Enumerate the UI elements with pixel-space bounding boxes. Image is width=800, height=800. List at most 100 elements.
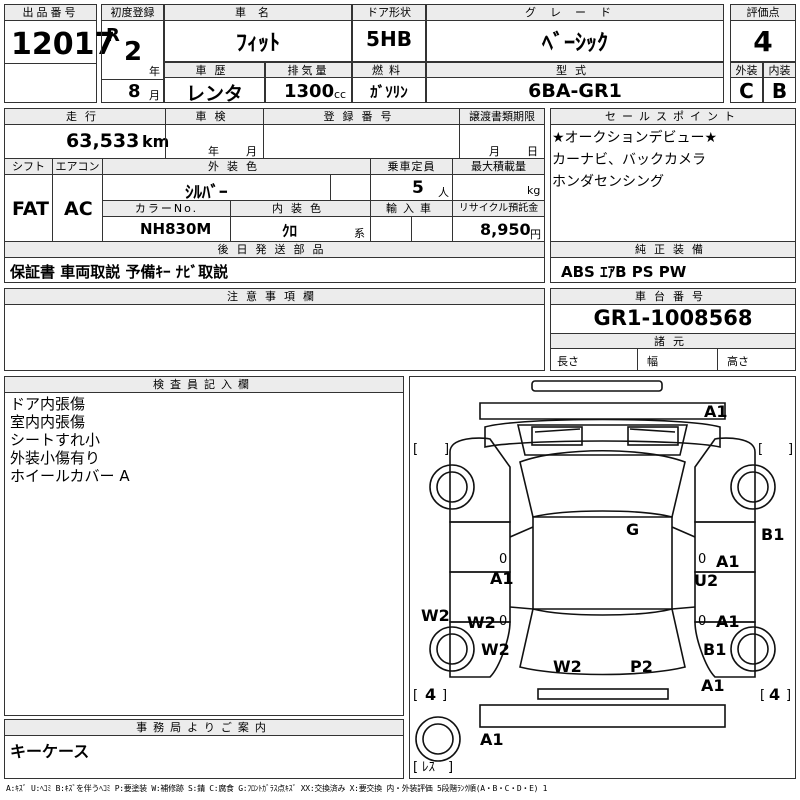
bracket-rr-open: [ (760, 688, 765, 703)
office-text: キーケース (10, 742, 90, 761)
lot-label: 出品番号 (4, 4, 97, 21)
inspector-line: シートすれ小 (10, 431, 101, 449)
shift-label: シフト (4, 158, 53, 175)
interior-grade-label: 内装 (763, 62, 796, 78)
exterior-grade-label: 外装 (730, 62, 763, 78)
score-label: 評価点 (730, 4, 796, 21)
first-reg-month: 8 (128, 81, 141, 102)
notes-label: 注意事項欄 (4, 288, 545, 305)
bracket-fr-open: [ (758, 442, 763, 457)
import-label: 輸入車 (370, 200, 453, 217)
bracket-fl-close: ] (444, 442, 449, 457)
inspection-label: 車検 (165, 108, 264, 125)
mark-rear-glass-rt: P2 (630, 657, 653, 676)
equipment-box: 純正装備 ABS ｴｱB PS PW (550, 241, 796, 283)
dimensions-label: 諸元 (550, 333, 796, 349)
model-label: 型式 (426, 62, 724, 78)
mileage-unit: km (142, 132, 170, 151)
ac-label: エアコン (52, 158, 103, 175)
displacement-unit: cc (334, 88, 347, 101)
mark-fr-door-lt: A1 (490, 569, 514, 588)
width-label: 幅 (647, 355, 658, 368)
trim-label: 内装色 (230, 200, 371, 217)
sales-point-line: ★オークションデビュー★ (552, 130, 718, 146)
recycle-label: リサイクル預託金 (452, 200, 545, 217)
mark-rr-bumper-rt: A1 (701, 676, 725, 695)
bracket-fr-close: ] (788, 442, 793, 457)
length-label: 長さ (557, 355, 579, 368)
color-label: 外装色 (102, 158, 371, 175)
chassis-label: 車台番号 (550, 288, 796, 305)
inspector-list: ドア内張傷 室内内張傷 シートすれ小 外装小傷有り ホイールカバー A (10, 395, 130, 485)
later-parts-label: 後日発送部品 (4, 241, 545, 258)
office-label: 事務局よりご案内 (4, 719, 404, 736)
car-name: ﾌｨｯﾄ (235, 31, 280, 56)
tire-count-right: 4 (769, 685, 780, 704)
mileage-label: 走行 (4, 108, 166, 125)
fuel-box: 燃料 ｶﾞｿﾘﾝ (352, 62, 426, 103)
grade-label: グレード (426, 4, 724, 21)
interior-grade: B (771, 79, 788, 103)
color-no: NH830M (140, 220, 212, 238)
shift: FAT (12, 198, 49, 220)
mark-rear-glass-lt: W2 (553, 657, 582, 676)
door-box: ドア形状 5HB (352, 4, 426, 62)
sales-point-line: ホンダセンシング (552, 174, 664, 190)
mark-rear-rt: B1 (761, 525, 784, 544)
transfer-label: 譲渡書類期限 (459, 108, 545, 125)
later-parts-text: 保証書 車両取説 予備ｷｰ ﾅﾋﾞ取説 (10, 263, 229, 281)
exterior-grade: C (739, 79, 754, 103)
bracket-spare-close: ] (448, 760, 453, 775)
first-registration-label: 初度登録 (101, 4, 164, 21)
lot-box: 出品番号 12017 (4, 4, 115, 103)
month-unit: 月 (149, 89, 160, 102)
car-name-label: 車名 (164, 4, 352, 21)
mark-rr-door-rt: A1 (716, 612, 740, 631)
inspector-line: 室内内張傷 (10, 413, 86, 431)
notes-box: 注意事項欄 (4, 288, 545, 371)
mark-fr-bumper: A1 (480, 730, 504, 749)
sales-points-box: セールスポイント ★オークションデビュー★ カーナビ、バックカメラ ホンダセンシ… (550, 108, 796, 242)
fuel: ｶﾞｿﾘﾝ (370, 83, 408, 101)
inspection-year-unit: 年 (208, 145, 219, 158)
car-diagram-svg: G A1 B1 A1 U2 A1 A1 W2 W2 W2 W2 P2 B1 A1… (413, 380, 793, 775)
score-box: 評価点 4 (730, 4, 796, 62)
era: R (106, 25, 120, 46)
load-label: 最大積載量 (452, 158, 545, 175)
office-box: 事務局よりご案内 キーケース (4, 719, 404, 779)
equipment-label: 純正装備 (550, 241, 796, 258)
capacity: 5 (412, 178, 424, 198)
mileage: 63,533 (66, 130, 140, 152)
recycle-unit: 円 (530, 228, 541, 241)
chassis-box: 車台番号 GR1-1008568 諸元 長さ 幅 高さ (550, 288, 796, 371)
car-name-box: 車名 ﾌｨｯﾄ (164, 4, 352, 62)
sales-points-list: ★オークションデビュー★ カーナビ、バックカメラ ホンダセンシング (552, 129, 717, 191)
inspector-line: ホイールカバー A (10, 467, 130, 485)
transfer-month-unit: 月 (489, 145, 500, 158)
damage-diagram: G A1 B1 A1 U2 A1 A1 W2 W2 W2 W2 P2 B1 A1… (409, 376, 796, 779)
legend-text: A:ｷｽﾞ U:ﾍｺﾐ B:ｷｽﾞを伴うﾍｺﾐ P:要塗装 W:補修跡 S:錆 … (6, 784, 548, 793)
equipment-text: ABS ｴｱB PS PW (561, 263, 687, 281)
history: レンタ (185, 83, 243, 105)
zero-mark-tr: 0 (698, 552, 706, 567)
tire-count-left: 4 (425, 685, 436, 704)
trim-unit: 系 (354, 227, 365, 240)
plate-label: 登録番号 (263, 108, 460, 125)
inspector-line: ドア内張傷 (10, 395, 86, 413)
sales-point-line: カーナビ、バックカメラ (552, 152, 706, 168)
displacement-label: 排気量 (265, 62, 352, 78)
year-unit: 年 (149, 65, 160, 78)
specs-block (4, 108, 545, 242)
bracket-fl-open: [ (413, 442, 418, 457)
mark-windshield-rt: A1 (704, 402, 728, 421)
grade-box: グレード ﾍﾞｰｼｯｸ (426, 4, 724, 62)
bracket-rl-open: [ (413, 688, 418, 703)
first-registration-box: 初度登録 R 2 年 8 月 (101, 4, 164, 103)
fuel-label: 燃料 (352, 62, 426, 78)
later-parts-box: 後日発送部品 保証書 車両取説 予備ｷｰ ﾅﾋﾞ取説 (4, 241, 545, 283)
displacement-box: 排気量 1300 cc (265, 62, 352, 103)
inspector-box: 検査員記入欄 ドア内張傷 室内内張傷 シートすれ小 外装小傷有り ホイールカバー… (4, 376, 404, 716)
history-box: 車歴 レンタ (164, 62, 265, 105)
height-label: 高さ (727, 355, 749, 368)
mark-rr-side-lt: W2 (481, 640, 510, 659)
